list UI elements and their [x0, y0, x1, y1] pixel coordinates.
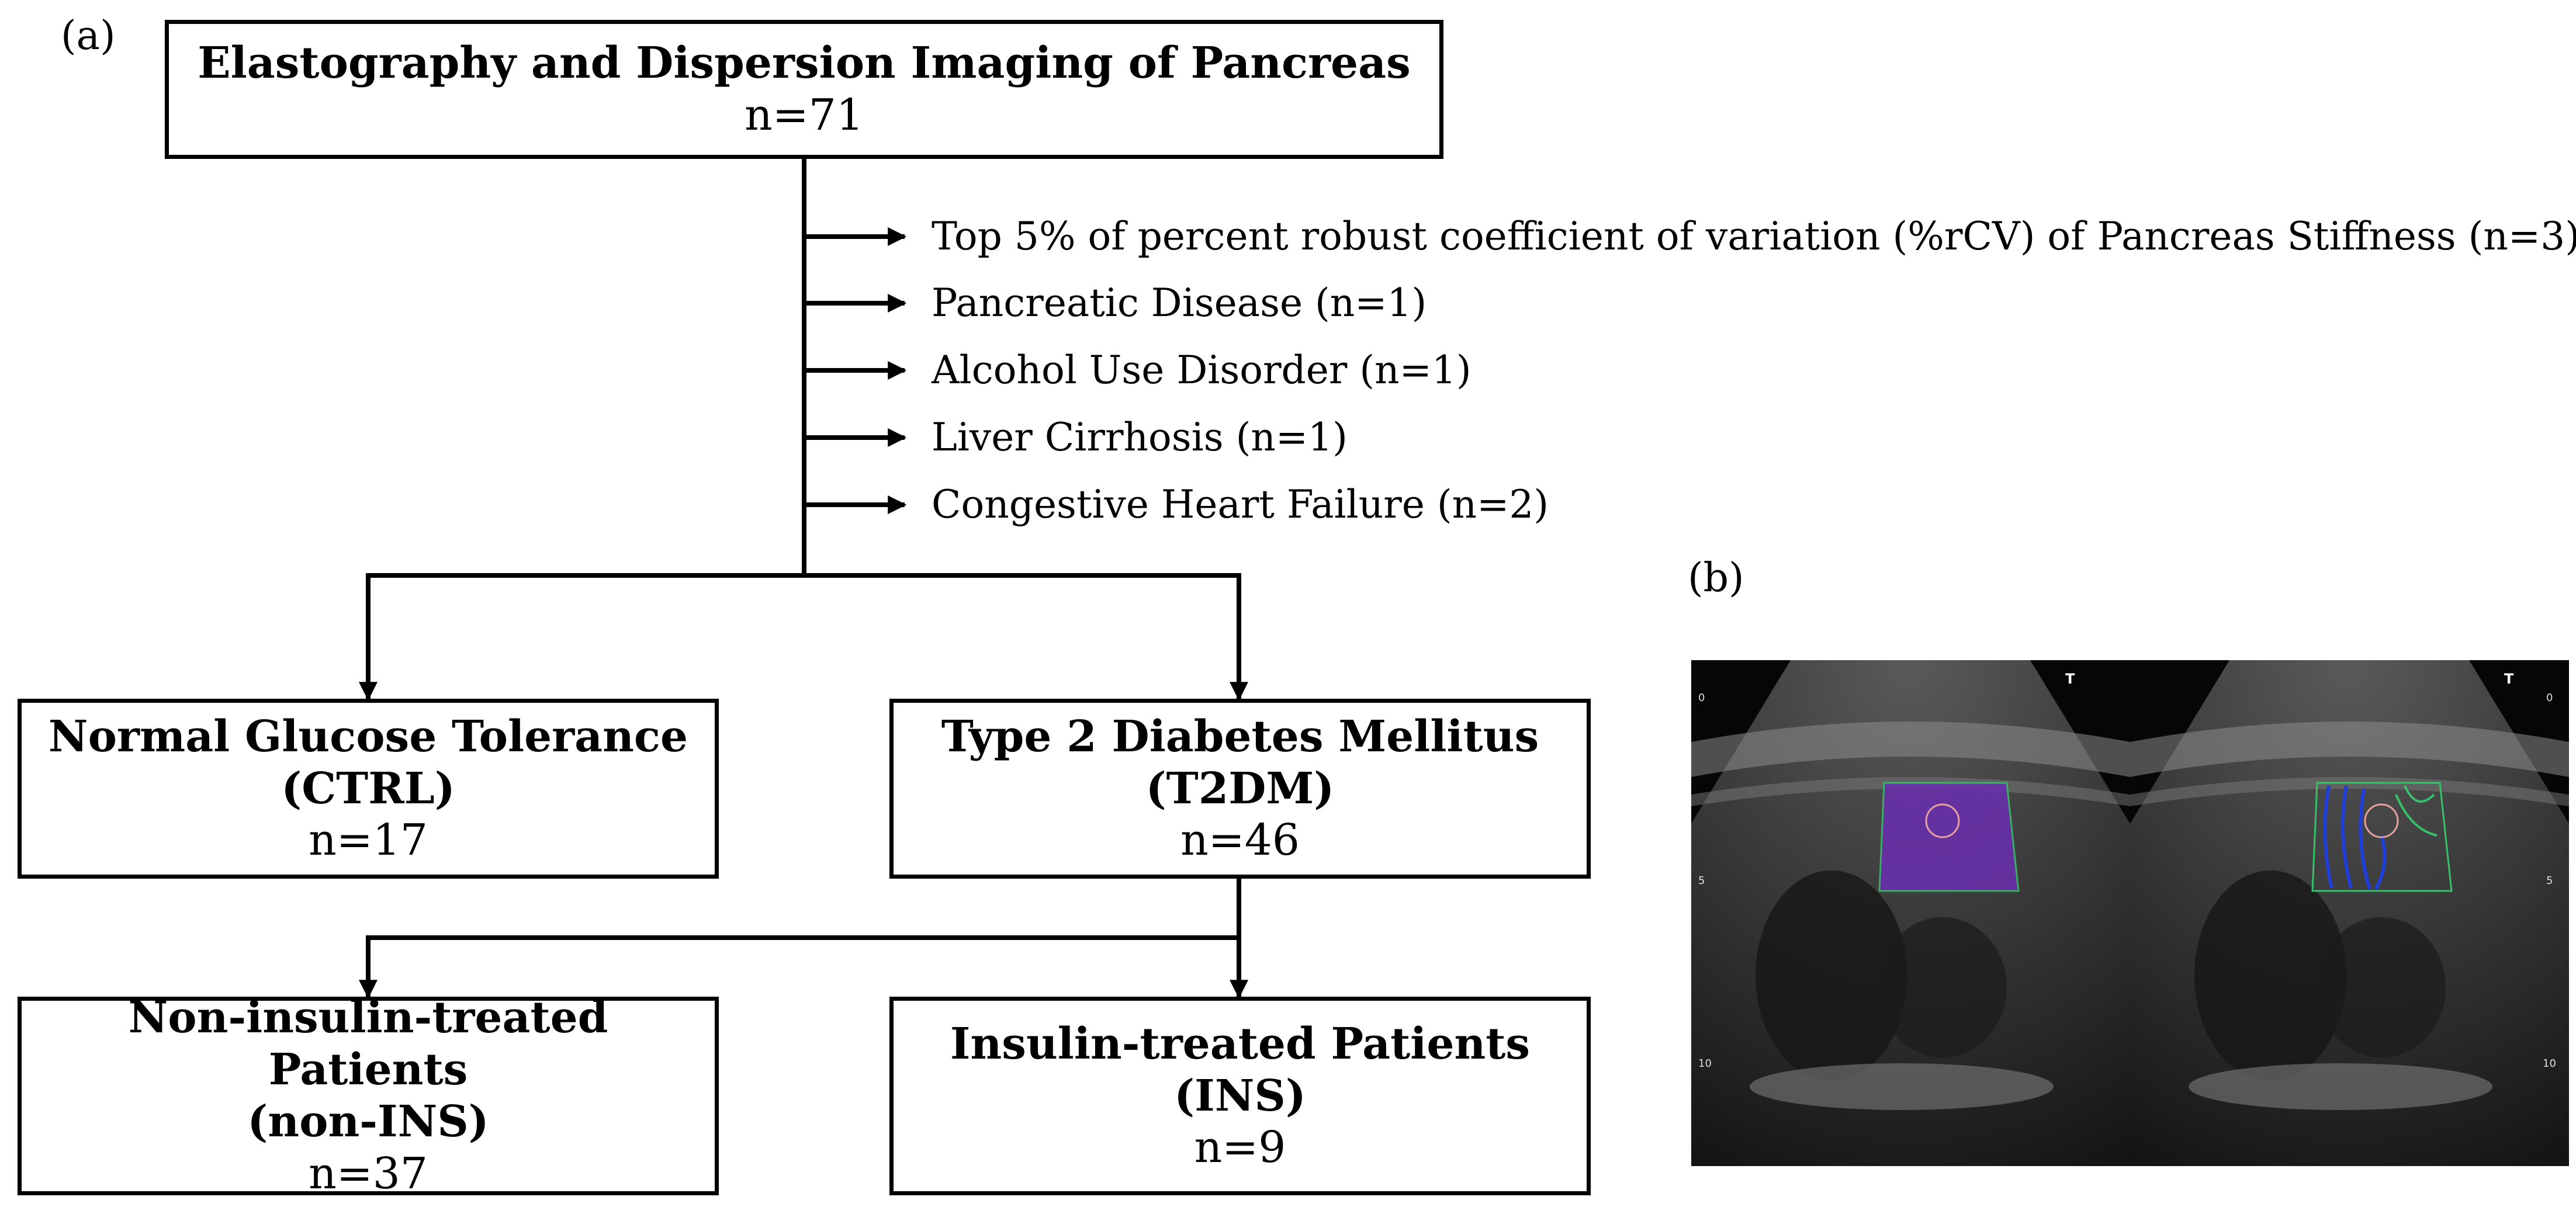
ctrl-title: Normal Glucose Tolerance	[48, 711, 688, 762]
bright-structure	[1750, 1063, 2054, 1110]
dispersion-roi-box	[2311, 782, 2453, 892]
ultrasound-image-panel: T 0 5 10	[1691, 660, 2569, 1166]
t2dm-box: Type 2 Diabetes Mellitus (T2DM) n=46	[889, 699, 1591, 879]
enrollment-count: n=71	[745, 90, 864, 140]
depth-mark-0: 0	[2546, 692, 2553, 704]
depth-mark-0: 0	[1698, 692, 1705, 704]
depth-mark-5: 5	[1698, 875, 1705, 887]
dispersion-contours-green	[2395, 785, 2437, 837]
elastography-svg: T 0 5 10	[1691, 660, 2130, 1166]
noninsulin-box: Non-insulin-treated Patients (non-INS) n…	[18, 993, 719, 1199]
bright-structure	[2189, 1063, 2492, 1110]
t2dm-title: Type 2 Diabetes Mellitus	[941, 711, 1539, 762]
tissue-band	[1691, 722, 2130, 777]
panel-a-label: (a)	[61, 13, 116, 59]
tissue-band	[2130, 777, 2569, 806]
split-line	[366, 573, 1241, 699]
elastography-roi-box	[1878, 782, 2020, 892]
exclusion-label-2: Pancreatic Disease (n=1)	[932, 280, 1427, 325]
tissue-band	[2130, 722, 2569, 777]
depth-mark-5: 5	[2546, 875, 2553, 887]
insulin-abbr: (INS)	[1174, 1070, 1306, 1121]
exclusion-label-4: Liver Cirrhosis (n=1)	[932, 415, 1348, 460]
dark-structure	[1878, 917, 2007, 1057]
panel-b-label: (b)	[1688, 555, 1744, 601]
enrollment-box: Elastography and Dispersion Imaging of P…	[165, 20, 1443, 159]
noninsulin-count: n=37	[309, 1148, 428, 1199]
dispersion-contours	[2323, 785, 2387, 890]
ctrl-abbr: (CTRL)	[281, 763, 455, 814]
elastography-image: T 0 5 10	[1691, 660, 2130, 1166]
t2dm-split-line	[366, 935, 1241, 997]
t2dm-abbr: (T2DM)	[1145, 763, 1335, 814]
ctrl-count: n=17	[309, 815, 428, 866]
measurement-roi-circle	[1925, 803, 1960, 838]
exclusion-label-5: Congestive Heart Failure (n=2)	[932, 482, 1549, 527]
insulin-box: Insulin-treated Patients (INS) n=9	[889, 997, 1591, 1195]
dispersion-svg: T 0 5 10	[2130, 660, 2569, 1166]
probe-marker: T	[2065, 671, 2075, 687]
dark-structure	[2317, 917, 2446, 1057]
noninsulin-abbr: (non-INS)	[247, 1097, 489, 1147]
ctrl-box: Normal Glucose Tolerance (CTRL) n=17	[18, 699, 719, 879]
noninsulin-title: Non-insulin-treated Patients	[128, 993, 608, 1095]
enrollment-title: Elastography and Dispersion Imaging of P…	[198, 38, 1411, 89]
insulin-title: Insulin-treated Patients	[950, 1018, 1531, 1069]
measurement-roi-circle	[2364, 803, 2399, 838]
exclusion-label-1: Top 5% of percent robust coefficient of …	[932, 214, 2576, 259]
dark-structure	[1756, 870, 1907, 1081]
dark-structure	[2194, 870, 2346, 1081]
tissue-band	[1691, 777, 2130, 806]
probe-marker: T	[2504, 671, 2514, 687]
exclusion-label-3: Alcohol Use Disorder (n=1)	[932, 348, 1471, 393]
insulin-count: n=9	[1194, 1122, 1286, 1173]
depth-mark-10: 10	[1698, 1057, 1712, 1070]
t2dm-count: n=46	[1180, 815, 1300, 866]
depth-mark-10: 10	[2543, 1057, 2556, 1070]
dispersion-image: T 0 5 10	[2130, 660, 2569, 1166]
